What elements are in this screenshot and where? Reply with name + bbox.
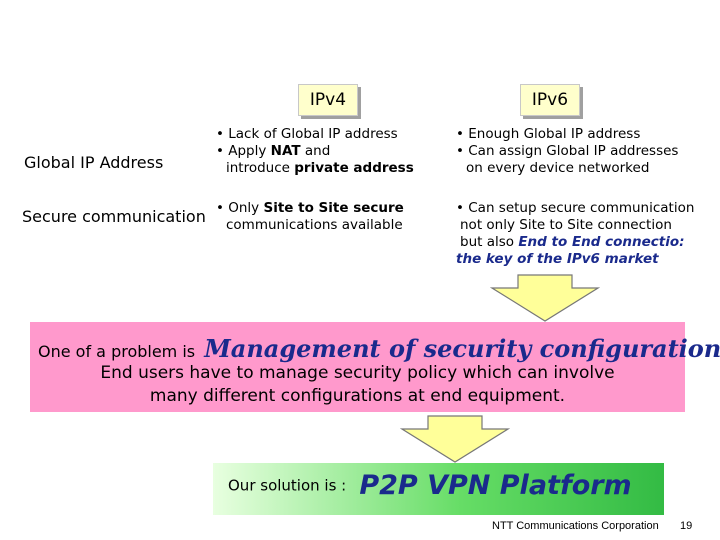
footer-company: NTT Communications Corporation bbox=[492, 520, 659, 532]
solution-box bbox=[213, 463, 664, 515]
ipv4-header-label: IPv4 bbox=[309, 90, 347, 110]
ipv4-global-ip-cell: • Lack of Global IP address • Apply NAT … bbox=[216, 126, 414, 177]
ipv4-secure-line2: communications available bbox=[226, 217, 403, 233]
ipv4-global-line3: introduce private address bbox=[226, 160, 414, 176]
ipv6-header-label: IPv6 bbox=[531, 90, 569, 110]
ipv6-global-ip-cell: • Enough Global IP address • Can assign … bbox=[456, 126, 678, 177]
ipv6-secure-line4: the key of the IPv6 market bbox=[456, 251, 659, 267]
ipv6-header: IPv6 bbox=[520, 84, 580, 116]
solution-highlight: P2P VPN Platform bbox=[359, 470, 632, 501]
solution-intro: Our solution is : bbox=[228, 476, 347, 495]
problem-line2: End users have to manage security policy… bbox=[100, 363, 615, 383]
ipv6-secure-line1: • Can setup secure communication bbox=[456, 200, 695, 216]
problem-highlight: Management of security configuration bbox=[204, 334, 720, 363]
ipv6-global-line2: • Can assign Global IP addresses bbox=[456, 143, 679, 159]
ipv6-global-line3: on every device networked bbox=[466, 160, 650, 176]
ipv4-header: IPv4 bbox=[298, 84, 358, 116]
down-arrow-icon bbox=[400, 415, 510, 463]
ipv4-secure-line1: • Only Site to Site secure bbox=[216, 200, 404, 216]
problem-line3: many different configurations at end equ… bbox=[149, 386, 566, 406]
ipv4-secure-cell: • Only Site to Site secure communication… bbox=[216, 200, 404, 234]
down-arrow-icon bbox=[490, 274, 600, 322]
ipv6-secure-line3: but also End to End connectio: bbox=[460, 234, 685, 250]
ipv4-global-line1: • Lack of Global IP address bbox=[216, 126, 398, 142]
problem-intro-line: One of a problem is Management of securi… bbox=[38, 334, 720, 363]
row-label-secure-communication: Secure communication bbox=[22, 207, 206, 226]
problem-intro: One of a problem is bbox=[38, 342, 196, 361]
ipv4-global-line2: • Apply NAT and bbox=[216, 143, 331, 159]
solution-line: Our solution is : P2P VPN Platform bbox=[228, 470, 632, 501]
ipv6-global-line1: • Enough Global IP address bbox=[456, 126, 641, 142]
row-label-global-ip: Global IP Address bbox=[24, 153, 164, 172]
ipv6-secure-cell: • Can setup secure communication not onl… bbox=[456, 200, 694, 268]
problem-box bbox=[30, 322, 685, 412]
ipv6-secure-line2: not only Site to Site connection bbox=[460, 217, 672, 233]
page-number: 19 bbox=[680, 520, 693, 532]
